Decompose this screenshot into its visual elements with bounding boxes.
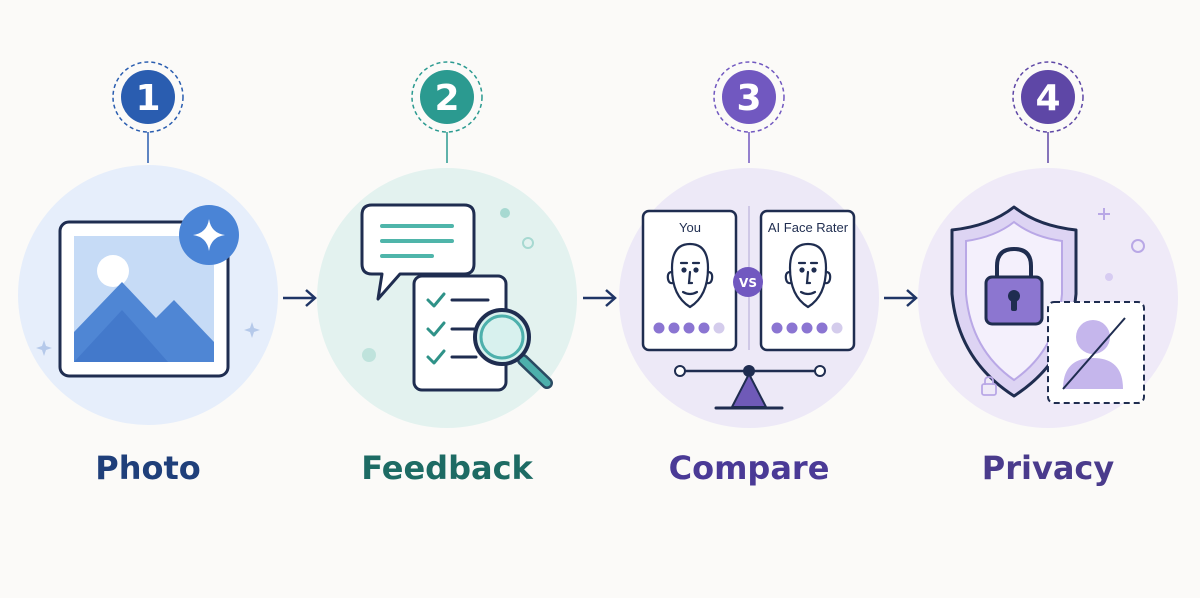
step-3-badge (722, 70, 776, 124)
step-2-badge (420, 70, 474, 124)
vs-label: VS (739, 276, 757, 290)
step-1-badge (121, 70, 175, 124)
small-lock-icon (981, 376, 997, 396)
step-2: 2 Feedback (317, 61, 577, 487)
step-1-badge-halo (112, 61, 184, 133)
step-3: 3 You (619, 61, 879, 487)
step-4: 4 (918, 61, 1178, 487)
step-1-title: Photo (95, 449, 201, 487)
step-3-badge-halo (713, 61, 785, 133)
right-card-label: AI Face Rater (768, 220, 849, 235)
arrow-1-to-2 (283, 289, 317, 307)
shield-lock-hidden-user-icon (950, 205, 1145, 404)
vs-badge (733, 267, 763, 297)
arrow-2-to-3 (583, 289, 617, 307)
face-comparison-scale-icon: You AI Face Rater (641, 206, 856, 410)
step-2-title: Feedback (361, 449, 533, 487)
step-4-badge-halo (1012, 61, 1084, 133)
image-sparkle-icon (36, 205, 260, 378)
chat-checklist-magnifier-icon (360, 203, 553, 392)
step-4-title: Privacy (982, 449, 1115, 487)
left-face-icon (666, 242, 714, 309)
left-rating-dots (653, 322, 725, 334)
right-face-icon (784, 242, 832, 309)
balance-scale-icon (674, 365, 826, 410)
arrow-3-to-4 (884, 289, 918, 307)
left-card-label: You (679, 220, 701, 235)
step-1: 1 Photo (18, 61, 278, 487)
step-3-number: 3 (736, 78, 761, 119)
sparkle-decoration-icon (1098, 208, 1145, 281)
step-4-number: 4 (1035, 78, 1060, 119)
hidden-user-icon (1047, 301, 1145, 404)
step-2-number: 2 (434, 78, 459, 119)
step-3-title: Compare (669, 449, 830, 487)
right-rating-dots (771, 322, 843, 334)
step-2-badge-halo (411, 61, 483, 133)
step-1-number: 1 (135, 78, 160, 119)
step-4-badge (1021, 70, 1075, 124)
lock-icon (984, 246, 1044, 326)
